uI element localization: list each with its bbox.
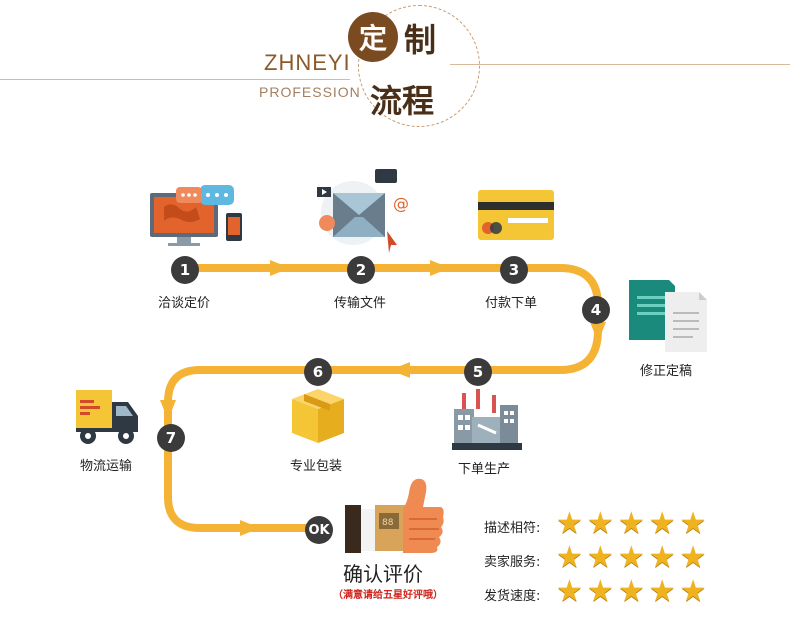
star-icon: ★ [648,574,676,609]
step-ok-badge: OK [305,516,333,544]
rating-label-shipping: 发货速度: [484,589,541,604]
step-6-label: 专业包装 [290,459,343,474]
step-3-label: 付款下单 [485,296,538,311]
title-circle-filled: 定 [348,12,398,62]
package-box-icon [292,389,344,443]
svg-text:88: 88 [382,518,394,528]
title-char-2: 制 [404,21,437,59]
delivery-truck-icon [76,390,138,444]
email-envelope-icon: @ [317,169,409,253]
arrow-left-1 [390,362,410,378]
step-ok-note: （满意请给五星好评哦） [333,590,443,601]
header-line-right [450,64,790,65]
step-4-label: 修正定稿 [640,364,693,379]
arrow-right-1 [270,260,290,276]
title-char-1: 定 [358,22,387,55]
rating-stars-shipping: ★ ★ ★ ★ ★ [556,577,707,607]
star-icon: ★ [617,540,645,575]
star-icon: ★ [586,540,614,575]
brand-subtitle: PROFESSION [259,84,361,100]
factory-icon [452,389,522,450]
star-icon: ★ [679,506,707,541]
header-line-left [0,79,350,80]
star-icon: ★ [679,574,707,609]
star-icon: ★ [679,540,707,575]
arrow-down-2 [160,400,176,420]
star-icon: ★ [556,506,583,541]
rating-label-description: 描述相符: [484,521,541,536]
step-6-badge: 6 [304,358,332,386]
step-1-badge: 1 [171,256,199,284]
step-7-label: 物流运输 [80,459,133,474]
computer-chat-icon [150,185,242,246]
thumbs-up-icon: 88 [345,478,444,553]
star-icon: ★ [617,574,645,609]
rating-label-service: 卖家服务: [484,555,541,570]
rating-stars-description: ★ ★ ★ ★ ★ [556,509,707,539]
arrow-down-1 [590,322,606,342]
step-1-label: 洽谈定价 [158,296,211,311]
credit-card-icon [478,190,554,240]
arrow-right-3 [240,520,260,536]
rating-stars-service: ★ ★ ★ ★ ★ [556,543,707,573]
step-2-label: 传输文件 [334,296,387,311]
svg-text:@: @ [393,194,409,213]
star-icon: ★ [586,506,614,541]
step-7-badge: 7 [157,424,185,452]
star-icon: ★ [586,574,614,609]
step-4-badge: 4 [582,296,610,324]
title-line-2: 流程 [370,82,435,120]
document-icon [629,280,707,352]
star-icon: ★ [617,506,645,541]
title-circle-dashed [358,5,480,127]
arrow-right-2 [430,260,450,276]
star-icon: ★ [648,506,676,541]
star-icon: ★ [556,574,583,609]
step-2-badge: 2 [347,256,375,284]
brand-name: ZHNEYI [264,50,351,75]
star-icon: ★ [556,540,583,575]
step-5-label: 下单生产 [458,462,511,477]
step-5-badge: 5 [464,358,492,386]
star-icon: ★ [648,540,676,575]
step-3-badge: 3 [500,256,528,284]
step-ok-label: 确认评价 [343,562,423,586]
